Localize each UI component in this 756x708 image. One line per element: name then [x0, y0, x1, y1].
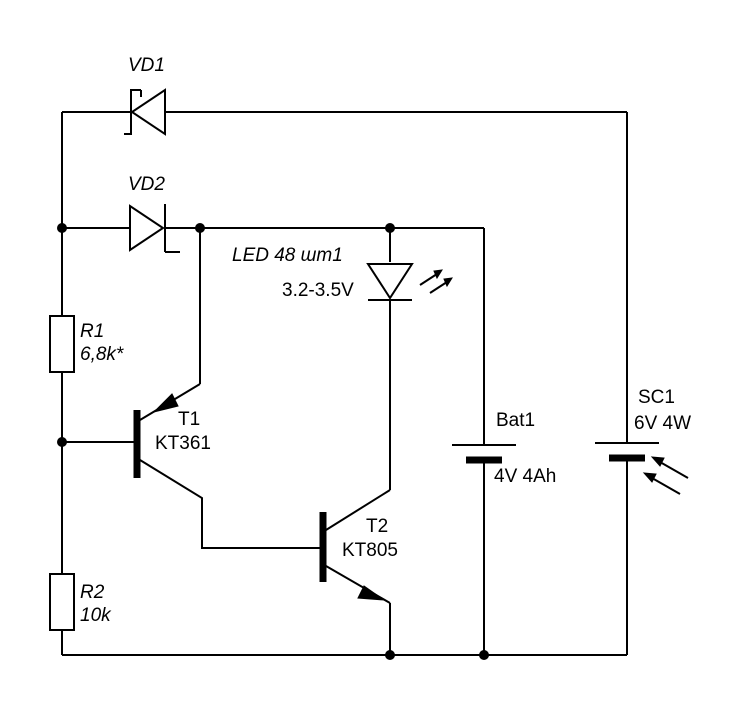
r2-ref-label: R2	[80, 582, 105, 603]
wires	[61, 111, 628, 656]
bat1-value-label: 4V 4Ah	[494, 466, 556, 487]
junction-dot	[195, 223, 205, 233]
battery-bat1: Bat1 4V 4Ah	[452, 410, 556, 487]
resistor-r1: R1 6,8k*	[49, 315, 124, 373]
t2-value-label: KT805	[342, 540, 398, 561]
t1-ref-label: T1	[178, 409, 200, 430]
diode-vd2: VD2	[128, 174, 166, 252]
resistor-r2: R2 10k	[49, 573, 112, 631]
transistor-t2: T2 KT805	[319, 489, 398, 604]
junction-dot	[57, 437, 67, 447]
vd2-ref-label: VD2	[128, 174, 165, 195]
junction-dots	[57, 223, 489, 660]
junction-dot	[57, 223, 67, 233]
junction-dot	[385, 223, 395, 233]
r1-value-label: 6,8k*	[80, 344, 124, 365]
solar-cell-sc1: SC1 6V 4W	[595, 387, 691, 495]
sc1-value-label: 6V 4W	[634, 413, 691, 434]
t1-value-label: KT361	[155, 433, 211, 454]
r1-ref-label: R1	[80, 321, 104, 342]
led-ref-label: LED 48 шт1	[232, 245, 343, 266]
diode-vd1: VD1	[124, 55, 166, 136]
led-value-label: 3.2-3.5V	[282, 280, 354, 301]
led-array: LED 48 шт1 3.2-3.5V	[232, 245, 453, 301]
transistor-t1: T1 KT361	[133, 383, 211, 478]
junction-dot	[479, 650, 489, 660]
junction-dot	[385, 650, 395, 660]
bat1-ref-label: Bat1	[496, 410, 535, 431]
t2-ref-label: T2	[366, 516, 388, 537]
sc1-ref-label: SC1	[638, 387, 675, 408]
r2-value-label: 10k	[80, 605, 112, 626]
vd1-ref-label: VD1	[128, 55, 165, 76]
